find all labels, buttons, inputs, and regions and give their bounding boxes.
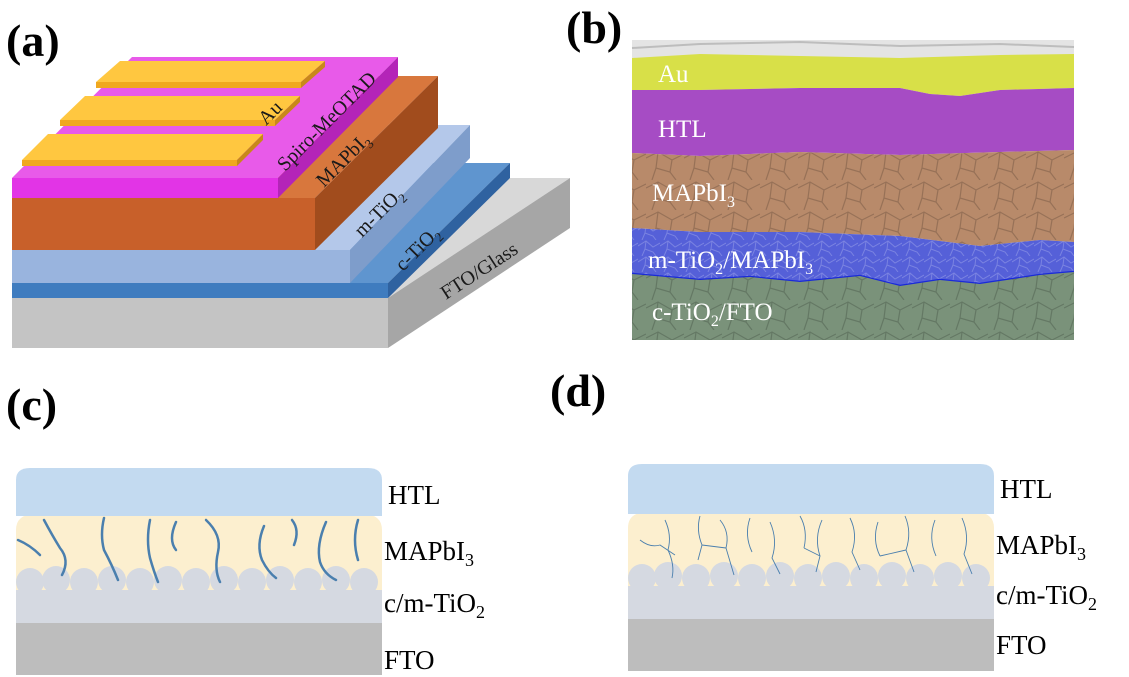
sem-mapbi3-label: MAPbI3: [652, 180, 735, 211]
sem-htl-label: HTL: [658, 116, 707, 143]
au-strip: [96, 61, 325, 88]
panel-d: HTL MAPbI3 c/m-TiO2 FTO (d): [550, 365, 1097, 671]
sem-htl-layer: [632, 88, 1074, 156]
htl-layer: [628, 464, 994, 514]
crack-lines: [16, 516, 360, 584]
sem-m-tio2-label: m-TiO2/MAPbI3: [648, 247, 813, 278]
d-tio2-label: c/m-TiO2: [996, 580, 1097, 614]
d-htl-label: HTL: [1000, 474, 1052, 504]
panel-b: Au HTL MAPbI3 m-TiO2/MAPbI3 c-TiO2/FTO (…: [566, 2, 1075, 340]
fto-layer: [16, 623, 382, 675]
tio2-particles: [16, 566, 378, 596]
fto-layer: [628, 619, 994, 671]
crack-lines: [639, 515, 973, 579]
htl-layer: [16, 468, 382, 516]
d-fto-label: FTO: [996, 630, 1047, 660]
d-mapbi3-label: MAPbI3: [996, 530, 1086, 564]
panel-a-label: (a): [6, 15, 60, 66]
tio2-particles: [628, 562, 990, 592]
c-tio2-label: c/m-TiO2: [384, 588, 485, 622]
au-strip: [60, 96, 300, 126]
c-mapbi3-label: MAPbI3: [384, 536, 474, 570]
panel-a: Au Spiro-MeOTAD MAPbI3 m-TiO2 c-TiO2 FTO…: [6, 15, 570, 348]
sem-c-tio2-label: c-TiO2/FTO: [652, 299, 773, 330]
c-fto-label: FTO: [384, 645, 435, 675]
sem-au-layer: [632, 54, 1074, 96]
panel-d-label: (d): [550, 365, 606, 416]
panel-c-label: (c): [6, 379, 57, 430]
panel-b-label: (b): [566, 2, 622, 53]
panel-c: HTL MAPbI3 c/m-TiO2 FTO (c): [6, 379, 485, 675]
sem-au-label: Au: [658, 61, 689, 88]
c-htl-label: HTL: [388, 480, 440, 510]
au-strip: [22, 134, 263, 166]
